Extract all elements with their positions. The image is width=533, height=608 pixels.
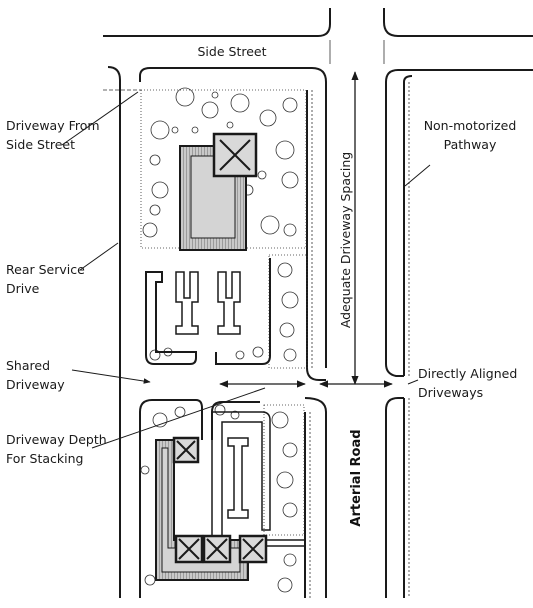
label-rear-service-drive-1: Rear Service <box>6 262 85 277</box>
label-rear-service-drive-2: Drive <box>6 281 40 296</box>
side-street-curb <box>107 40 533 598</box>
arterial-east-edge <box>385 75 413 598</box>
label-directly-aligned-2: Driveways <box>418 385 483 400</box>
label-directly-aligned-1: Directly Aligned <box>418 366 517 381</box>
label-non-motorized-1: Non-motorized <box>424 118 517 133</box>
label-leaders <box>61 91 431 449</box>
label-driveway-from-side-street-2: Side Street <box>6 137 75 152</box>
top-intersection-curbs <box>103 8 533 37</box>
label-side-street: Side Street <box>198 44 267 59</box>
label-driveway-depth-2: For Stacking <box>6 451 83 466</box>
label-shared-driveway-1: Shared <box>6 358 50 373</box>
label-driveway-from-side-street-1: Driveway From <box>6 118 100 133</box>
arterial-west-edge <box>304 82 327 598</box>
label-arterial-road: Arterial Road <box>349 429 364 526</box>
middle-parcel <box>145 254 308 369</box>
label-non-motorized-2: Pathway <box>444 137 497 152</box>
label-driveway-depth-1: Driveway Depth <box>6 432 107 447</box>
south-hvac-units <box>172 436 268 564</box>
spacing-dimension <box>219 71 393 388</box>
labels: Side Street Driveway From Side Street Re… <box>6 44 517 527</box>
label-adequate-spacing: Adequate Driveway Spacing <box>338 152 353 328</box>
north-parcel <box>103 87 307 251</box>
south-parcel <box>139 399 305 598</box>
label-shared-driveway-2: Driveway <box>6 377 65 392</box>
